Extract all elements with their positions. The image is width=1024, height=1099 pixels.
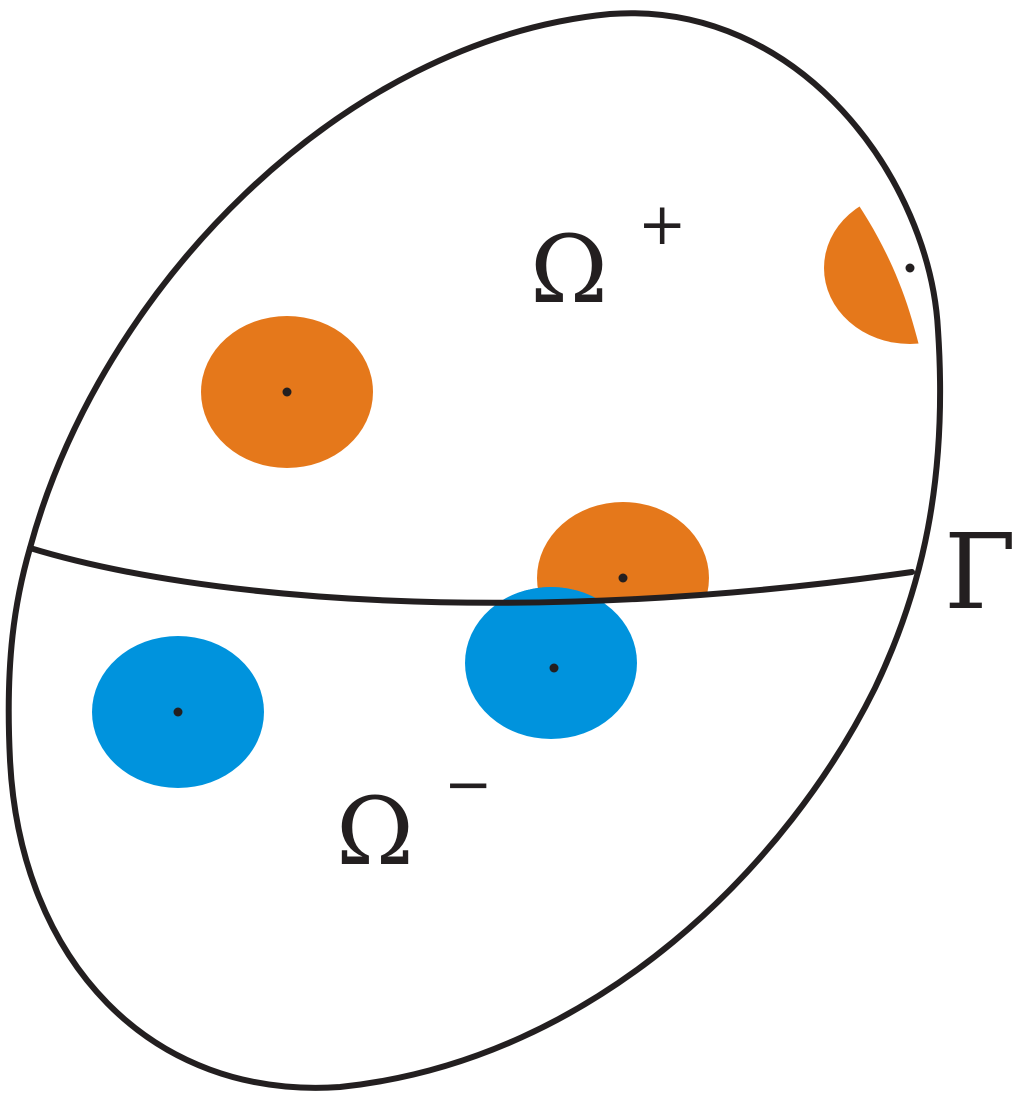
interface-label: Γ bbox=[944, 511, 1016, 633]
upper-region-label: Ω + bbox=[530, 190, 686, 325]
particle-centers bbox=[173, 263, 915, 717]
outer-boundary bbox=[5, 10, 944, 1091]
particle-center-dot bbox=[282, 387, 292, 397]
upper-region-symbol: Ω bbox=[530, 216, 608, 325]
interface-curve bbox=[27, 545, 915, 606]
particle-center-dot bbox=[549, 663, 559, 673]
lower-region-symbol: Ω bbox=[336, 778, 414, 887]
particle-center-dot bbox=[618, 573, 628, 583]
particle-center-dot bbox=[905, 263, 915, 273]
upper-region-sup: + bbox=[638, 190, 687, 258]
particle-center-dot bbox=[173, 707, 183, 717]
lower-particle-disk bbox=[465, 587, 637, 739]
lower-region-sup: − bbox=[444, 750, 493, 818]
lower-region-label: Ω − bbox=[336, 750, 492, 887]
lower-particles-front bbox=[92, 587, 637, 788]
